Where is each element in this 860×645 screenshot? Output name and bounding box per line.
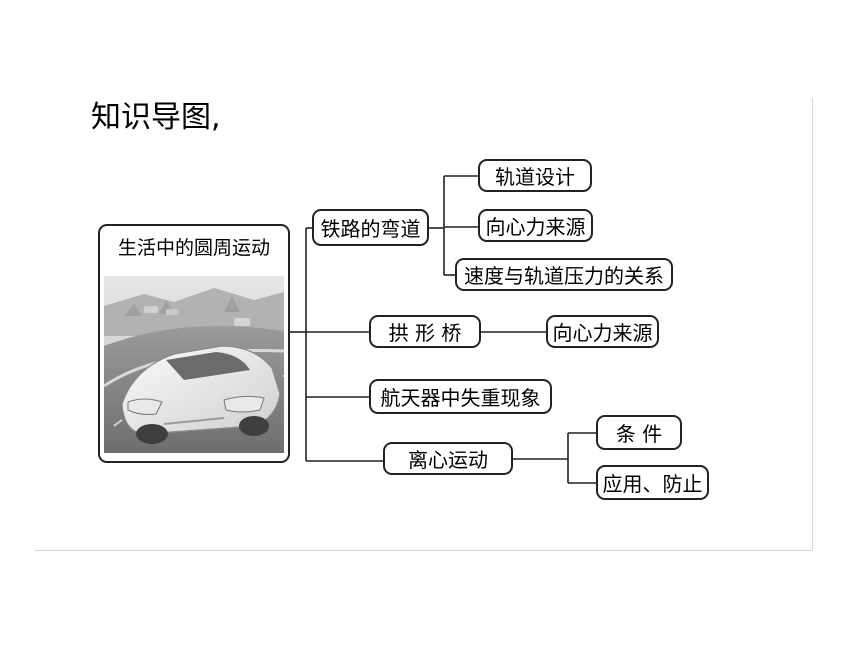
leaf-centripetal-source-bridge: 向心力来源 bbox=[546, 315, 659, 348]
leaf-condition: 条 件 bbox=[596, 415, 682, 450]
frame-bottom-edge bbox=[35, 550, 813, 551]
leaf-application-prevention: 应用、防止 bbox=[596, 465, 709, 500]
leaf-centripetal-source-railway: 向心力来源 bbox=[478, 209, 593, 242]
leaf-track-design: 轨道设计 bbox=[478, 159, 592, 192]
leaf-speed-track-pressure: 速度与轨道压力的关系 bbox=[455, 258, 673, 291]
page-title: 知识导图, bbox=[91, 100, 221, 135]
car-illustration bbox=[104, 276, 284, 453]
branch-spacecraft-weightlessness: 航天器中失重现象 bbox=[369, 379, 552, 414]
branch-arch-bridge: 拱 形 桥 bbox=[369, 315, 481, 348]
root-node: 生活中的圆周运动 bbox=[98, 224, 290, 463]
branch-centrifugal-motion: 离心运动 bbox=[383, 442, 513, 475]
root-node-label: 生活中的圆周运动 bbox=[117, 237, 270, 259]
frame-right-edge bbox=[812, 98, 813, 550]
branch-railway-curve: 铁路的弯道 bbox=[312, 209, 429, 246]
